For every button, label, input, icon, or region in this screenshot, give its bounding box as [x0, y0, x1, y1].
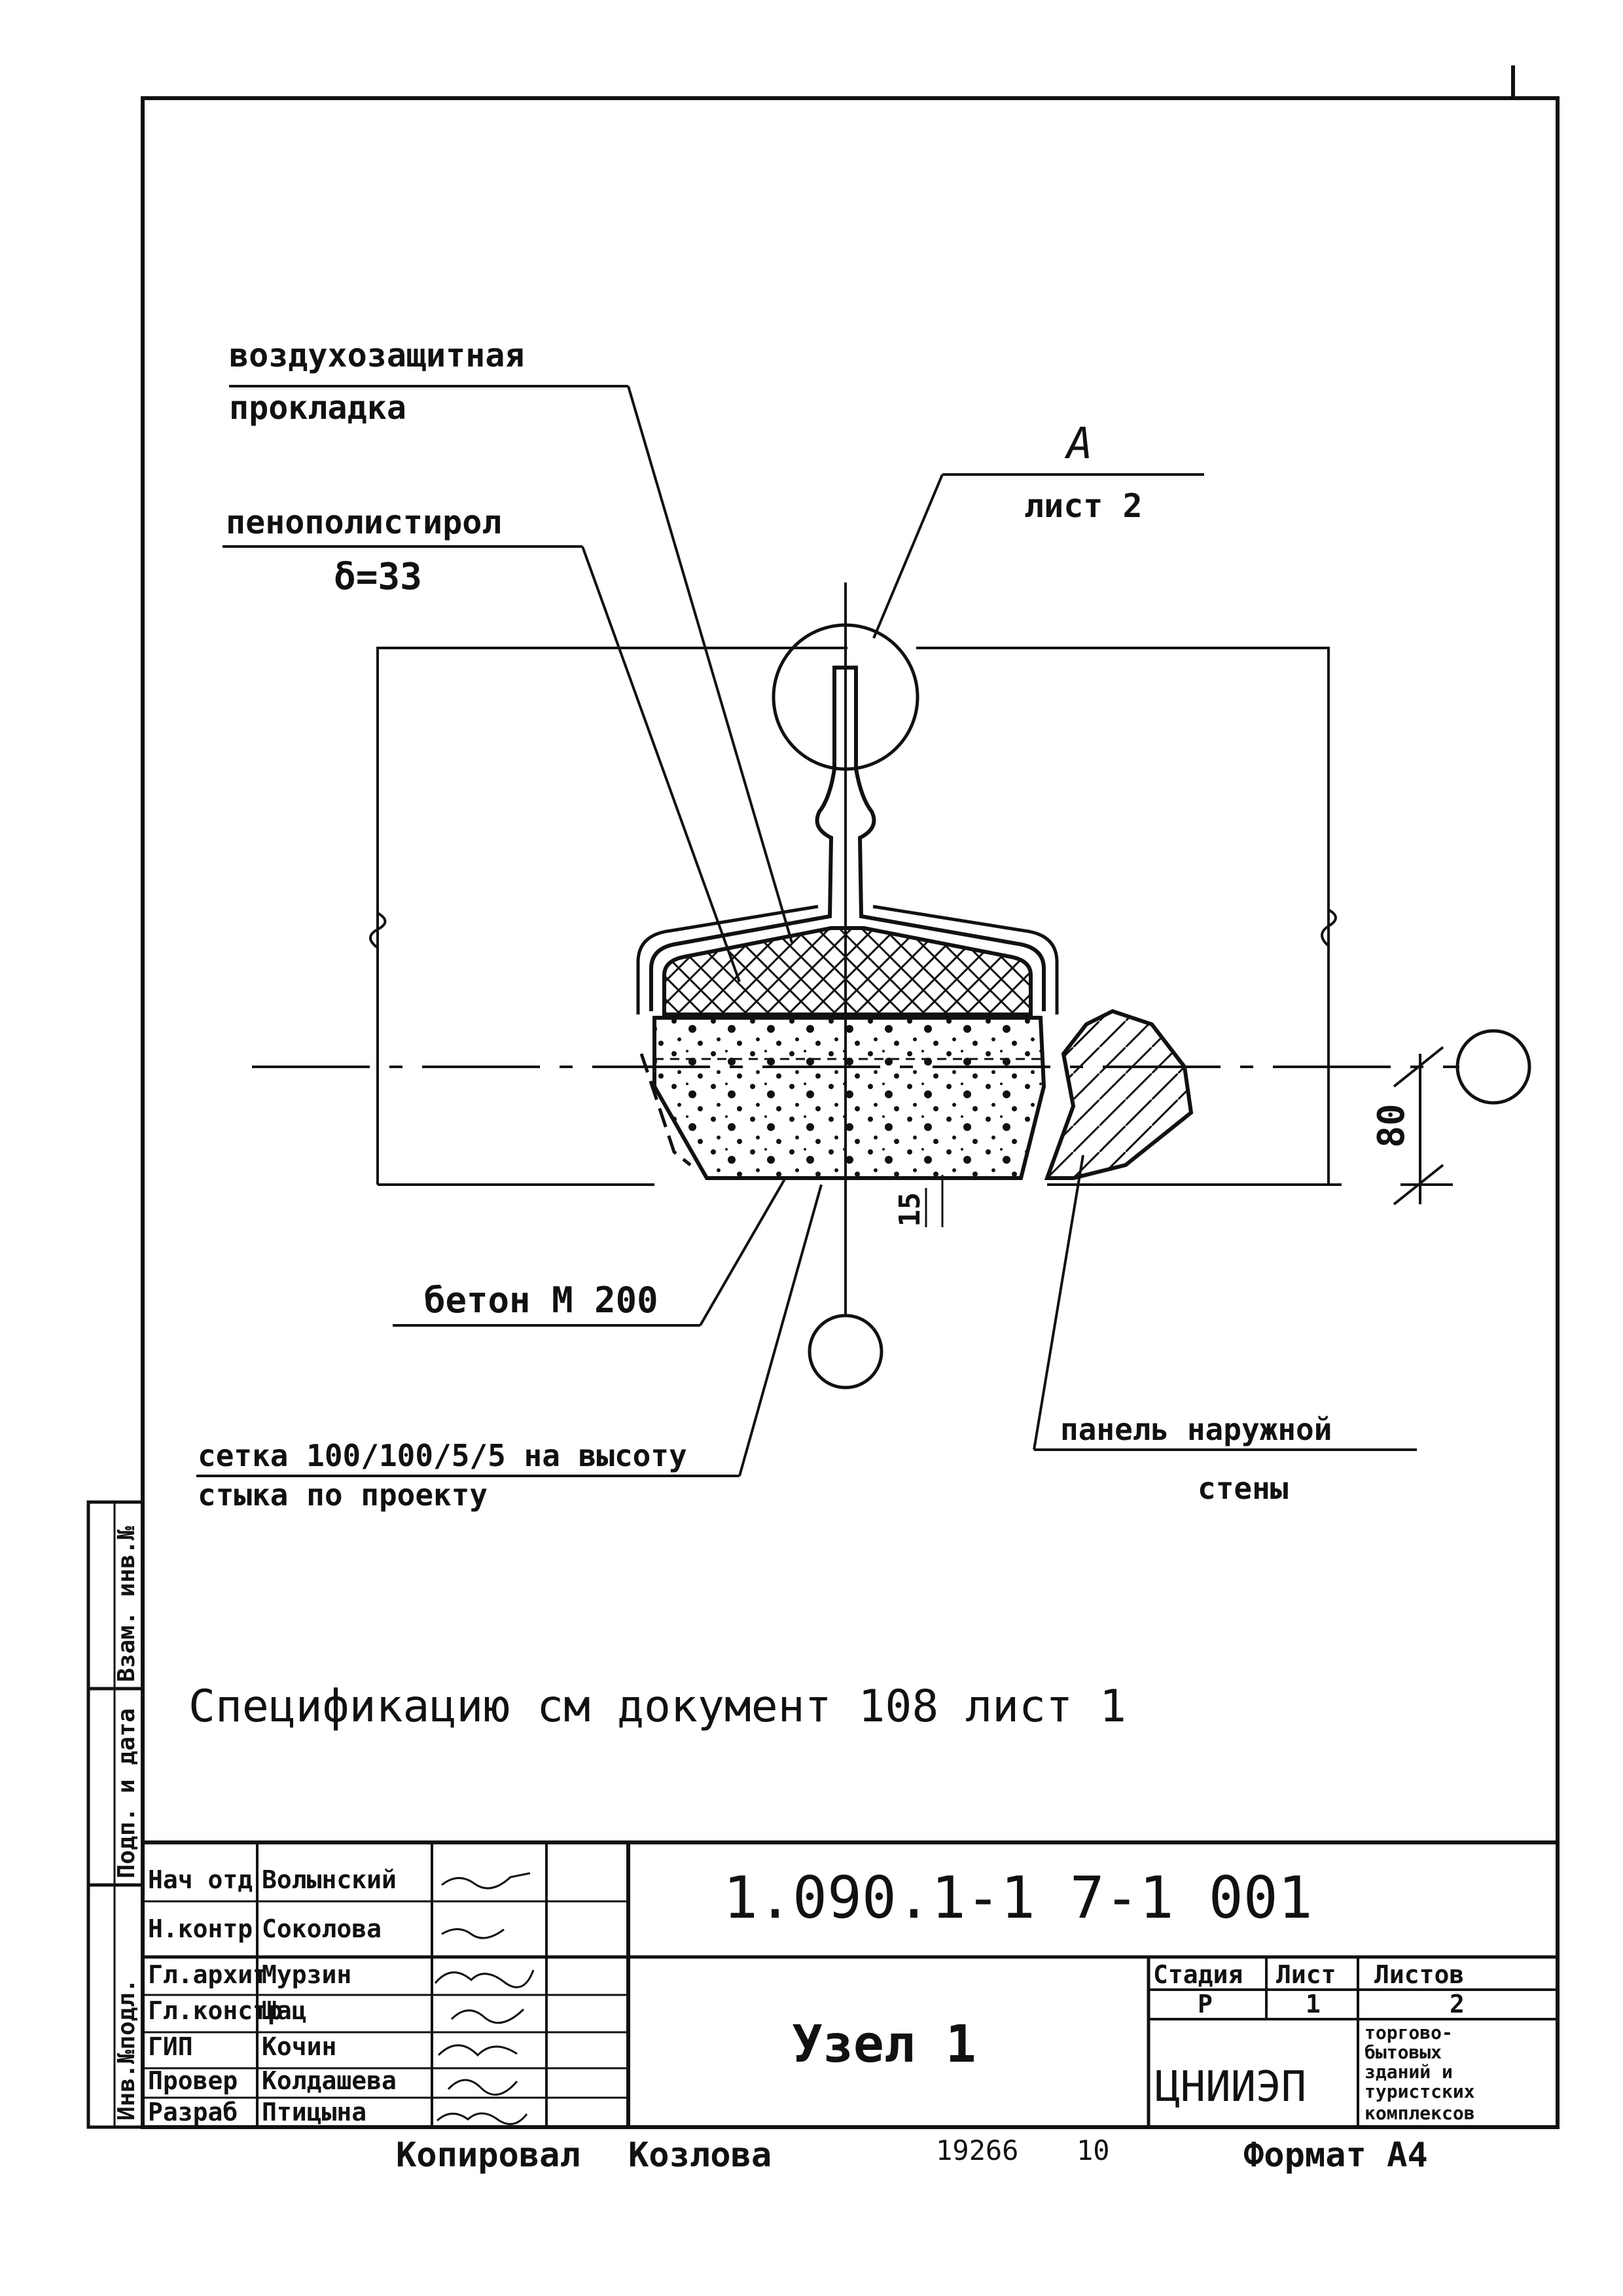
sheet-frame — [141, 96, 1560, 2129]
side-stamp: Инв.№подл. Подп. и дата Взам. инв.№ — [86, 1500, 145, 2129]
label-panel-2: стены — [1198, 1471, 1288, 1506]
role-3: Гл.констр — [148, 1996, 283, 2025]
org-sub-0: торгово- — [1364, 2022, 1453, 2043]
org-sub-4: комплексов — [1364, 2102, 1475, 2124]
dimension-15: 15 — [893, 1175, 944, 1227]
leader-lines — [196, 385, 1417, 1477]
sheets-header: Листов — [1374, 1960, 1464, 1989]
stage-value: Р — [1198, 1990, 1213, 2018]
label-air-barrier-1: воздухозащитная — [229, 336, 525, 374]
name-6: Птицына — [262, 2098, 366, 2126]
footer-format: Формат А4 — [1243, 2136, 1428, 2175]
detail-circle-a — [772, 623, 919, 771]
role-6: Разраб — [148, 2098, 238, 2126]
label-foam-2: δ=33 — [334, 556, 422, 598]
footer-copier: Козлова — [628, 2136, 772, 2175]
label-ref-sheet: лист 2 — [1024, 487, 1143, 525]
drawing-title: Узел 1 — [792, 2015, 976, 2074]
axis-marker-right — [1455, 1029, 1531, 1105]
stage-header: Стадия — [1153, 1960, 1243, 1989]
joint-section — [636, 666, 1194, 1180]
role-5: Провер — [148, 2066, 238, 2095]
name-0: Волынский — [262, 1865, 397, 1894]
org-name: ЦНИИЭП — [1155, 2063, 1306, 2111]
title-block — [143, 1840, 1558, 2127]
dim-80-text: 80 — [1370, 1103, 1413, 1147]
org-sub-3: туристских — [1364, 2081, 1475, 2102]
label-concrete: бетон М 200 — [424, 1280, 658, 1321]
concrete-fill — [652, 1016, 1046, 1180]
label-mesh-1: сетка 100/100/5/5 на высоту — [198, 1438, 687, 1473]
name-1: Соколова — [262, 1914, 382, 1943]
role-2: Гл.архит — [148, 1960, 268, 1989]
side-stamp-replace: Взам. инв.№ — [113, 1526, 140, 1682]
org-sub-1: бытовых — [1364, 2041, 1442, 2063]
label-foam-1: пенополистирол — [226, 503, 501, 541]
air-barrier — [649, 666, 1046, 1011]
dim-15-text: 15 — [893, 1193, 927, 1227]
label-panel-1: панель наружной — [1060, 1412, 1332, 1447]
footer-copied: Копировал — [396, 2136, 580, 2175]
sheets-value: 2 — [1450, 1990, 1465, 2018]
axis-marker-bottom — [808, 1314, 883, 1390]
name-3: Шац — [262, 1996, 307, 2025]
role-1: Н.контр — [148, 1914, 253, 1943]
side-stamp-sign: Подп. и дата — [113, 1708, 140, 1878]
foam-insulation — [662, 926, 1033, 1016]
footer-num2: 10 — [1077, 2134, 1110, 2166]
signatures — [434, 1872, 535, 2125]
sheet-header: Лист — [1276, 1960, 1336, 1989]
label-mesh-2: стыка по проекту — [198, 1477, 488, 1513]
side-stamp-inv: Инв.№подл. — [113, 1979, 140, 2121]
dimension-80: 80 — [1370, 1046, 1453, 1206]
label-air-barrier-2: прокладка — [229, 389, 406, 427]
name-4: Кочин — [262, 2032, 336, 2061]
label-ref-letter: А — [1064, 418, 1093, 469]
outer-wall-panel — [1044, 1009, 1194, 1180]
sheet-value: 1 — [1306, 1990, 1321, 2018]
name-5: Колдашева — [262, 2066, 397, 2095]
doc-number: 1.090.1-1 7-1 001 — [723, 1864, 1313, 1931]
spec-note: Спецификацию см документ 108 лист 1 — [188, 1681, 1126, 1732]
role-4: ГИП — [148, 2032, 193, 2061]
role-0: Нач отд — [148, 1865, 253, 1894]
name-2: Мурзин — [262, 1960, 351, 1989]
org-sub-2: зданий и — [1364, 2061, 1453, 2083]
footer-num: 19266 — [936, 2134, 1018, 2166]
